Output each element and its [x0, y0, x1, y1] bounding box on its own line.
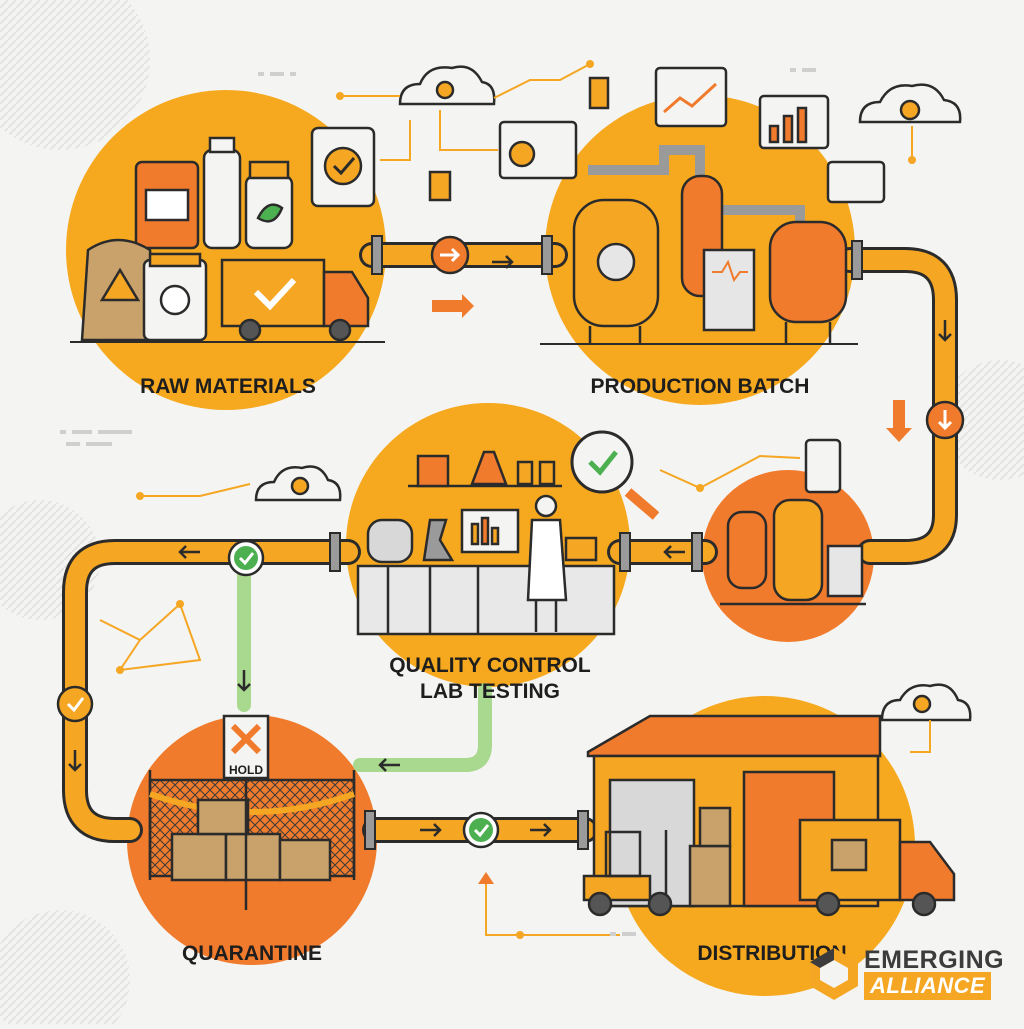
- secondary-processing-scene: [720, 438, 866, 606]
- production-scene: [540, 145, 858, 345]
- data-panels: [428, 66, 886, 204]
- raw-materials-scene: [70, 136, 385, 343]
- background-hatch: [0, 0, 150, 150]
- crate-icon: [278, 838, 332, 882]
- quarantine-label: QUARANTINE: [182, 942, 322, 965]
- hold-sign-icon: [222, 714, 270, 780]
- bottle-icon: [202, 148, 242, 250]
- brand-name-line1: EMERGING: [864, 946, 1005, 974]
- centrifuge-icon: [366, 518, 414, 564]
- pipe-flanges: [329, 235, 863, 850]
- orange-arrows: [432, 294, 912, 442]
- document-tablet-icon: [804, 438, 842, 494]
- flask-icon: [470, 450, 508, 486]
- lab-bench-icon: [356, 564, 616, 636]
- document-icon: [588, 76, 610, 110]
- up-arrow-icon: [478, 872, 494, 884]
- document-icon: [428, 170, 452, 202]
- brand-logo: EMERGING ALLIANCE: [806, 944, 1012, 1004]
- storage-tank-icon: [768, 220, 848, 324]
- test-tubes-icon: [416, 454, 450, 488]
- tablet-check-icon: [310, 126, 376, 208]
- quality-control-label-line1: QUALITY CONTROL: [389, 654, 591, 677]
- magnifier-check-icon: [570, 430, 660, 520]
- scientist-icon: [534, 494, 558, 518]
- crate-icon: [196, 798, 250, 836]
- computer-monitor-icon: [460, 508, 520, 554]
- connector-lines: [99, 63, 931, 936]
- pipe-badges: [430, 235, 965, 440]
- crate-icon: [170, 832, 228, 882]
- cloud-icons: [254, 65, 972, 722]
- control-panel-icon: [826, 544, 864, 598]
- check-icon: [227, 539, 265, 577]
- delivery-truck-icon: [220, 258, 326, 328]
- decorative-dashes: [60, 68, 816, 936]
- check-icon: [56, 685, 94, 723]
- microscope-icon: [422, 518, 455, 562]
- quality-control-label-line2: LAB TESTING: [420, 680, 560, 703]
- production-batch-label: PRODUCTION BATCH: [590, 375, 810, 398]
- lab-scene: [356, 450, 616, 636]
- distribution-label: DISTRIBUTION: [697, 942, 847, 965]
- crate-icon: [224, 832, 282, 882]
- raw-materials-label: RAW MATERIALS: [140, 375, 316, 398]
- flow-arrows: [68, 255, 952, 837]
- tank-icon: [772, 498, 824, 602]
- background-hatch: [940, 360, 1024, 480]
- connector-dots: [116, 60, 916, 939]
- quarantine-scene: [148, 714, 356, 910]
- line-chart-panel-icon: [654, 66, 728, 128]
- boxes-icon: [688, 844, 732, 908]
- hold-sign-text: HOLD: [229, 763, 263, 777]
- check-badges: [56, 539, 500, 849]
- warehouse-roof-icon: [586, 714, 882, 758]
- distribution-scene: [582, 714, 956, 917]
- tank-icon: [726, 510, 768, 590]
- check-icon: [462, 811, 500, 849]
- waveform-panel-icon: [826, 160, 886, 204]
- background-hatch: [0, 910, 130, 1029]
- quality-control-label: QUALITY CONTROL LAB TESTING: [358, 653, 622, 705]
- brand-logo-mark-icon: [810, 948, 858, 1000]
- brand-name-line2: ALLIANCE: [864, 972, 992, 1000]
